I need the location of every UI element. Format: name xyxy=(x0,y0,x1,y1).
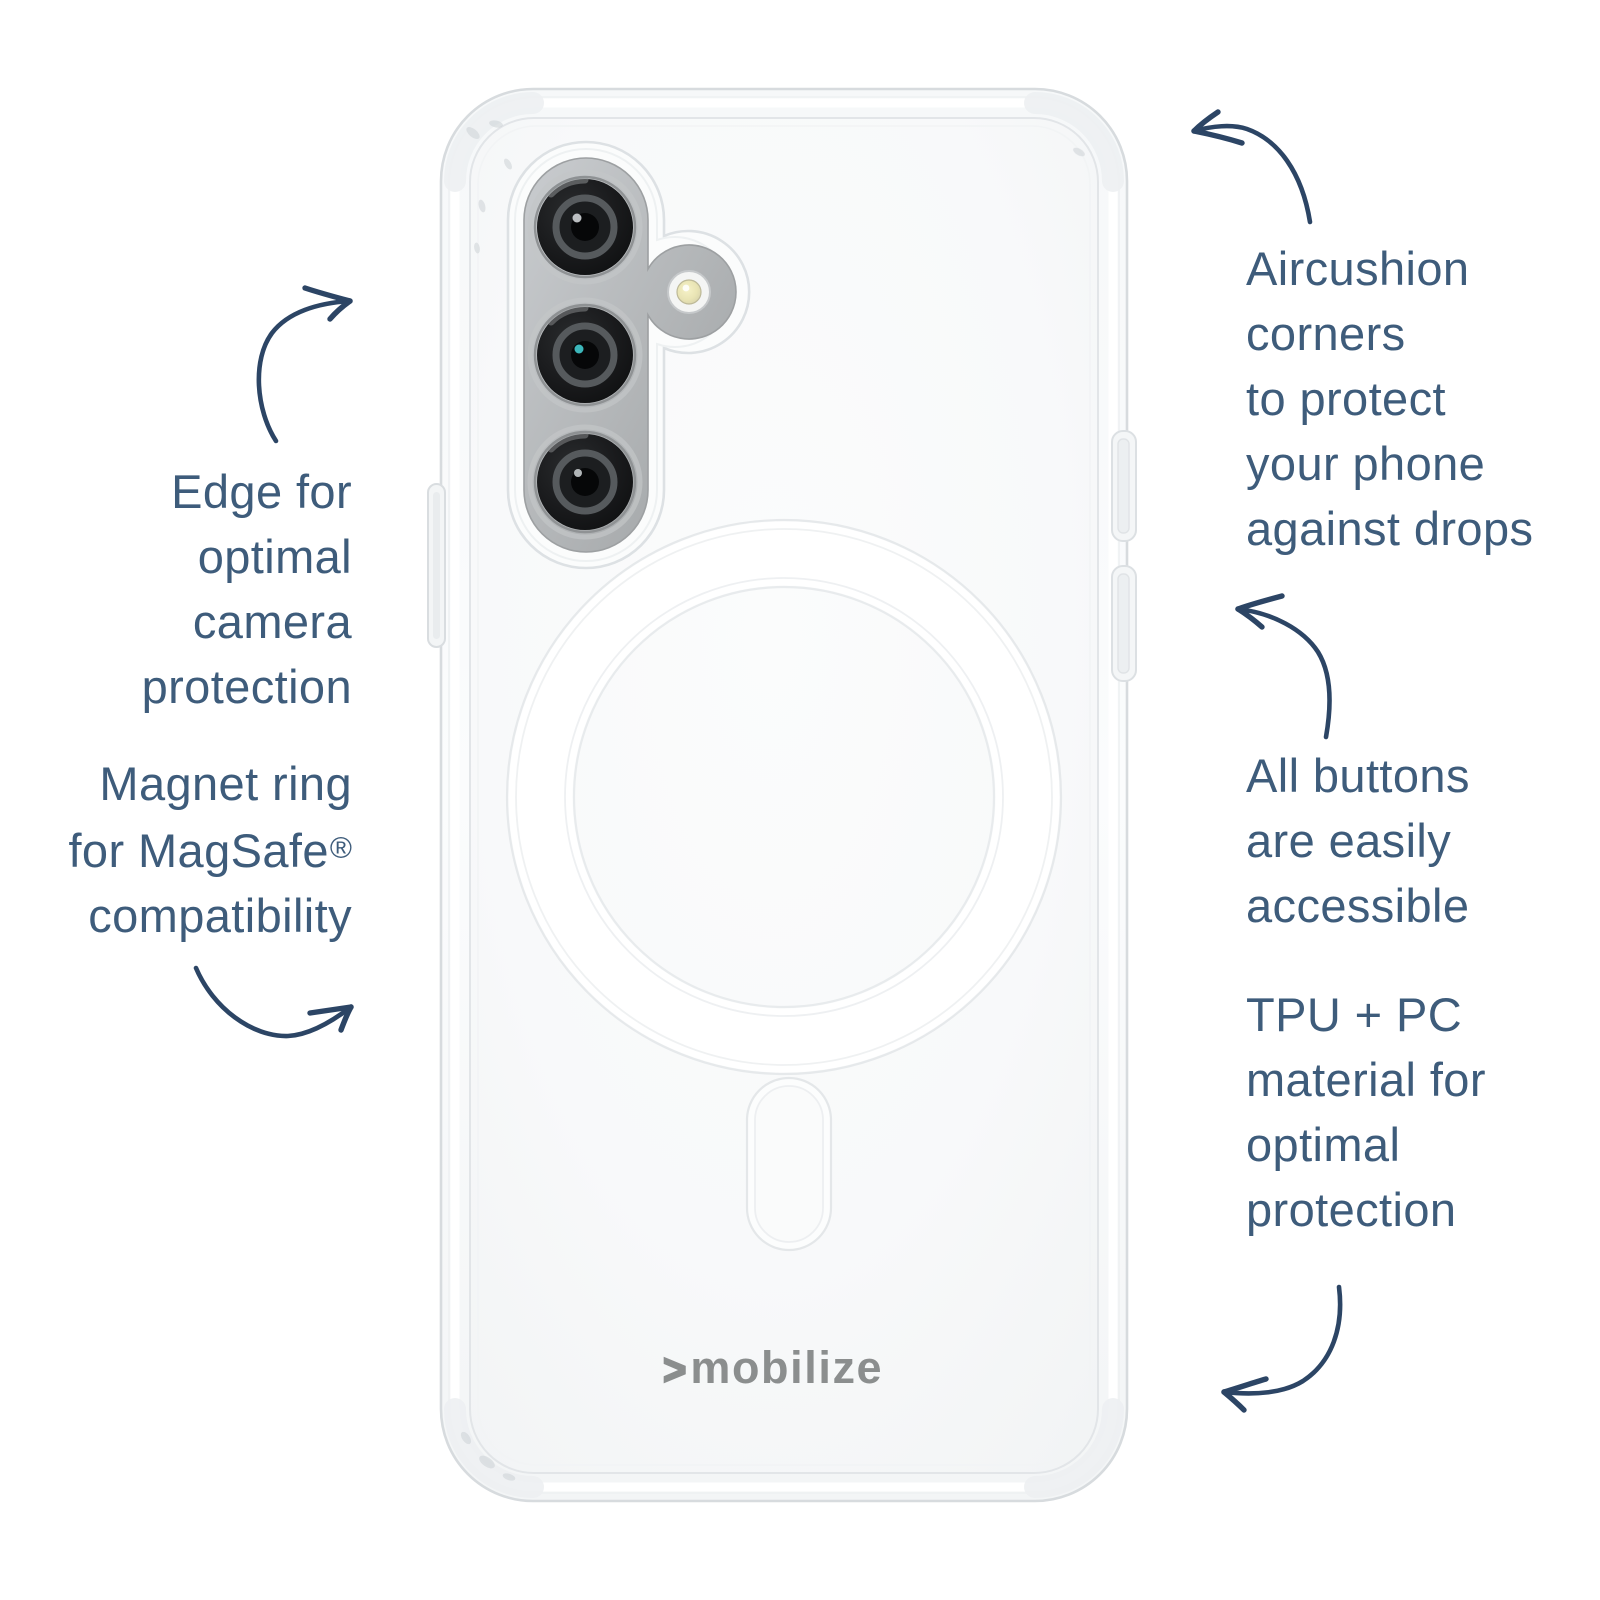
magsafe-ring-outer-line xyxy=(515,528,1053,1066)
camera-lens-middle xyxy=(527,297,643,413)
annotation-line: are easily xyxy=(1246,814,1452,867)
annotation-line: optimal xyxy=(197,530,352,583)
annotation-line: material for xyxy=(1246,1053,1486,1106)
arrow-barb xyxy=(302,285,353,304)
arrow-barb xyxy=(1235,606,1265,630)
lens-reflection xyxy=(547,304,589,326)
corner-speckles xyxy=(460,120,1085,1481)
annotation-line: Edge for xyxy=(171,465,352,518)
annotation-camera-edge: Edge for optimal camera protection xyxy=(142,459,352,719)
flash-bulb xyxy=(676,279,702,305)
curved-arrow-material-icon xyxy=(1221,1284,1343,1413)
arrow-barb xyxy=(327,298,353,322)
aircushion-speckle xyxy=(504,158,512,170)
curved-arrow-buttons-icon xyxy=(1235,593,1332,740)
annotation-line-text: for MagSafe xyxy=(68,824,329,877)
magsafe-ring-inner-line xyxy=(564,577,1004,1017)
arrow-shaft xyxy=(1191,123,1313,225)
lens-glint xyxy=(572,213,582,223)
lens-outer-halo xyxy=(527,169,643,285)
lens-reflection xyxy=(547,431,589,453)
aircushion-speckle xyxy=(489,120,503,128)
aircushion-corner-bottom-right xyxy=(1024,1398,1124,1498)
curved-arrow-camera-edge-icon xyxy=(256,285,353,444)
aircushion-corner-bottom-left xyxy=(444,1398,544,1498)
case-frame-highlight xyxy=(450,98,1118,1492)
camera-lens-bottom xyxy=(527,424,643,540)
annotation-line: accessible xyxy=(1246,879,1470,932)
aircushion-speckle xyxy=(478,199,486,213)
aircushion-speckle xyxy=(466,127,480,139)
lens-outer-halo xyxy=(527,297,643,413)
arrow-barb xyxy=(1221,1376,1269,1395)
annotation-line: Magnet ring xyxy=(99,757,352,810)
aircushion-speckle xyxy=(474,242,480,254)
annotation-line: TPU + PC xyxy=(1246,988,1463,1041)
arrow-barb xyxy=(1221,1389,1247,1413)
curved-arrow-aircushion-icon xyxy=(1191,109,1313,225)
annotation-line: optimal xyxy=(1246,1118,1401,1171)
annotation-line: All buttons xyxy=(1246,749,1470,802)
arrow-shaft xyxy=(193,965,354,1039)
curved-arrow-magnet-ring-icon xyxy=(193,965,354,1039)
arrow-shaft xyxy=(1221,1284,1343,1396)
flash-glint xyxy=(682,284,690,292)
annotation-line: to protect xyxy=(1246,372,1446,425)
annotation-material: TPU + PC material for optimal protection xyxy=(1246,982,1486,1242)
logo-wordmark: mobilize xyxy=(690,1342,884,1393)
annotation-line: compatibility xyxy=(88,889,352,942)
aircushion-corner-top-left xyxy=(444,92,544,192)
magsafe-ring xyxy=(505,518,1063,1076)
aircushion-speckle xyxy=(460,1431,472,1445)
magsafe-ring-outer-edge xyxy=(505,518,1063,1076)
lens-reflection xyxy=(547,176,589,198)
aircushion-speckle xyxy=(502,1473,516,1481)
brand-logo: > mobilize xyxy=(662,1342,884,1396)
logo-chevron-icon: > xyxy=(662,1345,687,1396)
lens-outer-halo xyxy=(527,424,643,540)
annotation-line: protection xyxy=(141,660,352,713)
lens-pupil xyxy=(571,341,599,369)
arrow-barb xyxy=(1191,128,1245,146)
annotation-aircushion: Aircushion corners to protect your phone… xyxy=(1246,236,1533,561)
phone-back-inner-line xyxy=(477,125,1091,1466)
power-button-ridge xyxy=(1117,573,1130,674)
magsafe-ring-band xyxy=(508,521,1060,1073)
arrow-barb xyxy=(338,1004,354,1033)
clear-phone-case xyxy=(427,87,1137,1503)
aircushion-speckle xyxy=(479,1455,495,1469)
annotation-arrows xyxy=(193,109,1343,1413)
annotation-line: camera xyxy=(192,595,352,648)
annotation-buttons: All buttons are easily accessible xyxy=(1246,743,1470,938)
aircushion-corners xyxy=(444,92,1124,1498)
side-buttons xyxy=(427,430,1137,682)
camera-flash xyxy=(667,270,711,314)
arrow-shaft xyxy=(1235,606,1332,740)
annotation-line: Aircushion xyxy=(1246,242,1470,295)
annotation-line: against drops xyxy=(1246,502,1534,555)
annotation-line: protection xyxy=(1246,1183,1457,1236)
left-side-button-ridge xyxy=(433,492,440,639)
case-frame-line-outer xyxy=(448,96,1120,1494)
lens-glint xyxy=(574,344,584,354)
magsafe-alignment-pill xyxy=(745,1076,833,1252)
annotation-line: your phone xyxy=(1246,437,1486,490)
alignment-pill-inner xyxy=(754,1085,824,1243)
camera-lens-top xyxy=(527,169,643,285)
aircushion-speckle xyxy=(1073,147,1085,157)
lens-glint xyxy=(574,469,582,477)
arrow-shaft xyxy=(256,298,353,444)
volume-button-ridge xyxy=(1117,438,1130,534)
aircushion-corner-top-right xyxy=(1024,92,1124,192)
registered-trademark-symbol: ® xyxy=(329,832,352,865)
magsafe-ring-inner-edge xyxy=(572,585,996,1009)
annotation-magnet-ring: Magnet ring for MagSafe® compatibility xyxy=(68,751,352,948)
annotation-line: for MagSafe® xyxy=(68,816,352,883)
annotation-line: corners xyxy=(1246,307,1406,360)
arrow-barb xyxy=(1235,593,1285,612)
